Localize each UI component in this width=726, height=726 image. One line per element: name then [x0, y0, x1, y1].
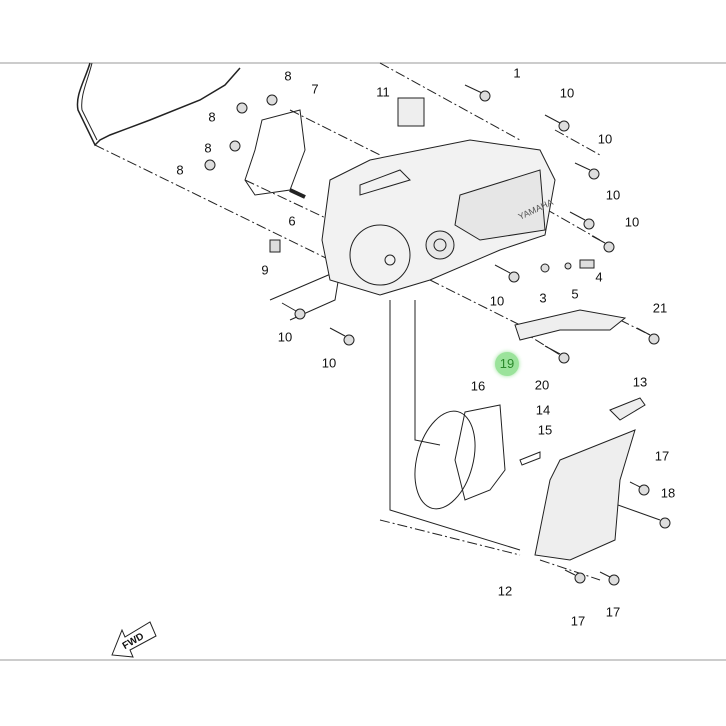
- bolt: [636, 327, 660, 345]
- dowel-9: [269, 239, 281, 253]
- bolt: [281, 302, 306, 320]
- callout-9: 9: [261, 262, 269, 278]
- callout-17: 17: [570, 613, 586, 629]
- callout-10: 10: [597, 131, 613, 147]
- bolt: [544, 114, 570, 132]
- part-4: [579, 259, 595, 269]
- bolt: [629, 481, 650, 496]
- bolt: [617, 504, 671, 529]
- callout-8: 8: [176, 162, 184, 178]
- leader-lines: [94, 62, 651, 581]
- callout-8: 8: [208, 109, 216, 125]
- part-11: [397, 97, 425, 127]
- crankcase-cover-1: [321, 139, 556, 296]
- callout-12: 12: [497, 583, 513, 599]
- callout-7: 7: [311, 81, 319, 97]
- callout-8: 8: [204, 140, 212, 156]
- cover-12: [534, 429, 636, 561]
- callout-19-highlighted[interactable]: 19: [495, 352, 519, 376]
- part-16: [414, 410, 476, 510]
- gasket-14: [454, 404, 506, 501]
- bolt: [564, 569, 586, 584]
- callout-10: 10: [277, 329, 293, 345]
- part-15: [519, 451, 541, 466]
- gasket: [76, 62, 241, 147]
- callout-17: 17: [605, 604, 621, 620]
- part-5: [564, 262, 572, 270]
- bolt: [591, 235, 615, 253]
- callout-1: 1: [513, 65, 521, 81]
- callout-10: 10: [321, 355, 337, 371]
- callout-16: 16: [470, 378, 486, 394]
- bolts: [204, 84, 671, 586]
- bolt: [569, 211, 595, 230]
- callout-10: 10: [559, 85, 575, 101]
- bolt: [204, 94, 278, 171]
- callout-15: 15: [537, 422, 553, 438]
- callout-10: 10: [624, 214, 640, 230]
- bolt: [599, 571, 620, 586]
- bolt: [494, 264, 520, 283]
- callout-10: 10: [605, 187, 621, 203]
- callout-5: 5: [571, 286, 579, 302]
- callout-3: 3: [539, 290, 547, 306]
- fwd-arrow: [111, 621, 157, 658]
- callout-11: 11: [376, 84, 390, 100]
- pin-6: [289, 188, 306, 199]
- part-13: [609, 397, 646, 421]
- bolt: [544, 345, 570, 364]
- callout-4: 4: [595, 269, 603, 285]
- leader-bracket: [389, 300, 521, 551]
- callout-20: 20: [534, 377, 550, 393]
- bolt: [574, 162, 600, 180]
- callout-6: 6: [288, 213, 296, 229]
- callout-14: 14: [535, 402, 551, 418]
- bolt: [464, 84, 491, 102]
- callout-17: 17: [654, 448, 670, 464]
- callout-8: 8: [284, 68, 292, 84]
- callout-10: 10: [489, 293, 505, 309]
- bolt: [329, 327, 355, 346]
- cover-7: [244, 109, 306, 196]
- part-19: [514, 309, 627, 341]
- callout-13: 13: [632, 374, 648, 390]
- callout-18: 18: [660, 485, 676, 501]
- part-3: [540, 263, 550, 273]
- callout-21: 21: [652, 300, 668, 316]
